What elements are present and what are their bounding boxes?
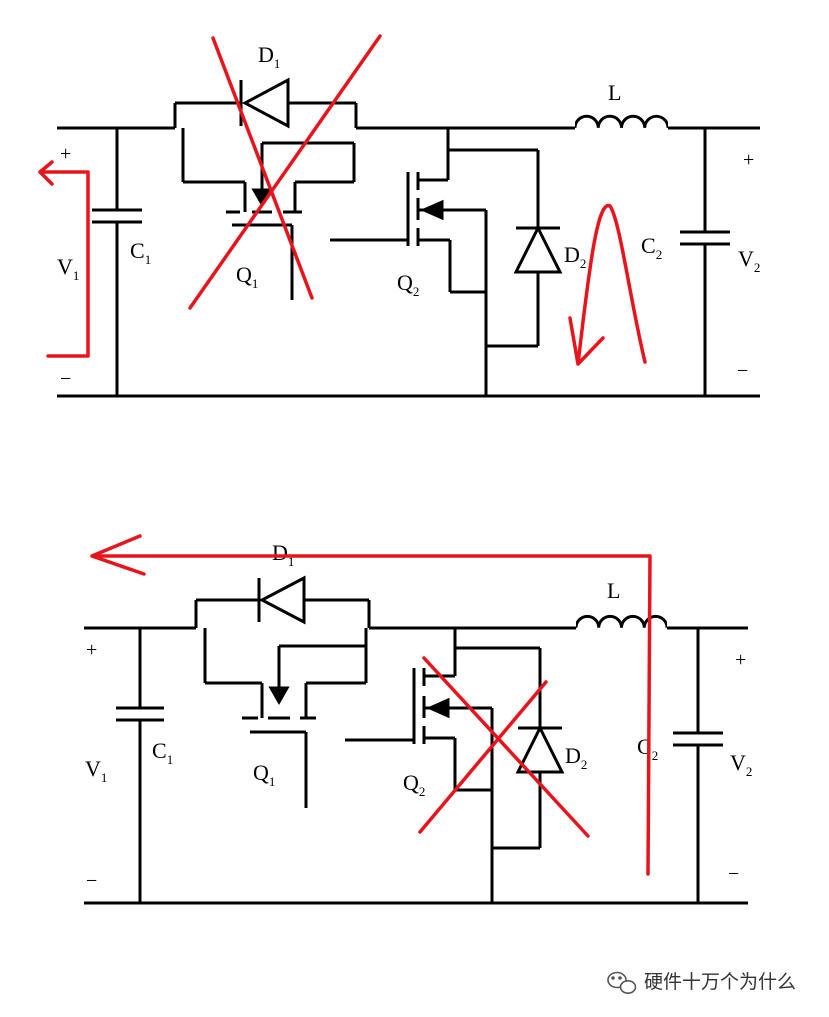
watermark-text: 硬件十万个为什么	[644, 971, 796, 993]
bottom-capacitor-c1	[116, 628, 164, 903]
bottom-annotations	[90, 534, 652, 876]
mosfet-q2	[330, 128, 540, 396]
cross-mark-q1-a	[211, 36, 314, 300]
bottom-label-minus-out: −	[728, 863, 739, 885]
capacitor-c2	[680, 128, 730, 396]
label-l: L	[608, 80, 621, 105]
cross-mark-q2-b	[418, 680, 548, 834]
bottom-label-c1: C1	[152, 738, 173, 767]
label-c2: C2	[641, 233, 662, 262]
top-annotations	[38, 34, 647, 366]
cross-mark-q2-a	[422, 656, 590, 838]
label-plus-out: +	[743, 149, 754, 171]
top-labels: D1 L C1 C2 Q1 Q2 D2 V1 V2 + − + −	[57, 42, 760, 390]
bottom-label-q1: Q1	[253, 760, 275, 789]
bottom-label-d2: D2	[565, 743, 587, 772]
label-minus-out: −	[737, 360, 748, 382]
label-q2: Q2	[397, 270, 419, 299]
label-plus-in: +	[60, 143, 71, 165]
bottom-label-v1: V1	[85, 756, 107, 785]
mosfet-q1	[181, 128, 356, 300]
label-d1: D1	[258, 42, 280, 71]
current-arrow-return	[90, 534, 652, 876]
current-arrow-freewheel	[568, 203, 647, 366]
label-q1: Q1	[236, 262, 258, 291]
bottom-mosfet-q2	[345, 628, 542, 903]
label-c1: C1	[130, 238, 151, 267]
bottom-inductor-l	[576, 614, 667, 630]
label-d2: D2	[564, 242, 586, 271]
bottom-diode-d2	[515, 724, 565, 774]
bottom-label-l: L	[607, 578, 620, 603]
label-v1: V1	[57, 254, 79, 283]
bottom-labels: D1 L C1 C2 Q1 Q2 D2 V1 V2 + − + −	[85, 540, 752, 892]
bottom-label-d1: D1	[272, 540, 294, 569]
diode-d2	[513, 224, 563, 274]
label-v2: V2	[738, 246, 760, 275]
cross-mark-q1-b	[188, 34, 382, 310]
top-circuit	[57, 77, 760, 398]
diode-d1	[173, 77, 358, 129]
capacitor-c1	[92, 128, 142, 396]
inductor-l	[575, 114, 668, 130]
bottom-capacitor-c2	[673, 628, 723, 903]
bottom-label-v2: V2	[730, 750, 752, 779]
bottom-label-q2: Q2	[403, 770, 425, 799]
bottom-diode-d1	[194, 575, 371, 628]
bottom-mosfet-q1	[203, 628, 368, 808]
watermark: 硬件十万个为什么	[607, 971, 796, 994]
label-minus-in: −	[60, 368, 71, 390]
bottom-label-plus-out: +	[735, 649, 746, 671]
wechat-icon	[607, 971, 637, 994]
current-arrow-input	[38, 160, 90, 358]
bottom-label-minus-in: −	[86, 870, 97, 892]
bottom-label-plus-in: +	[86, 639, 97, 661]
bottom-circuit	[84, 575, 748, 905]
